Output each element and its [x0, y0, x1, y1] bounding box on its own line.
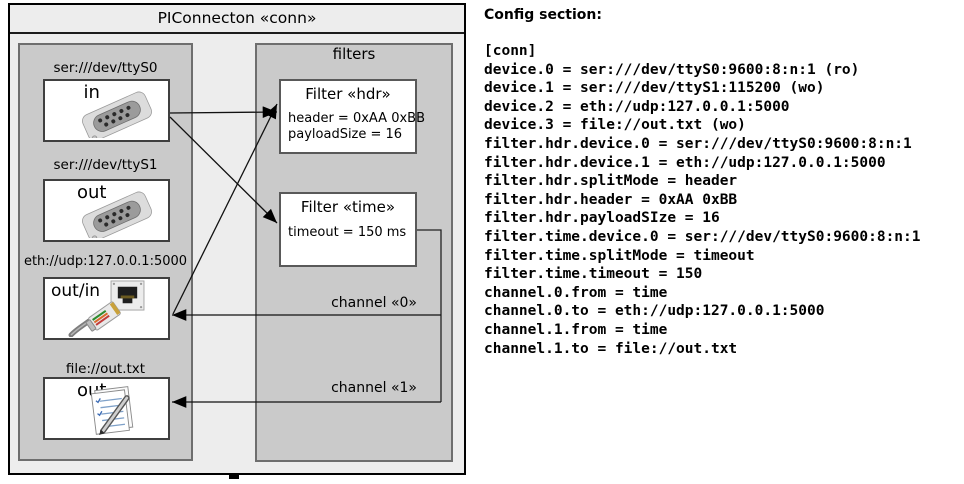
device-ttys1-box: out	[43, 179, 170, 242]
ethernet-plug-icon	[68, 301, 121, 337]
diagram-title: PIConnecton «conn»	[157, 9, 317, 27]
device-ttys0-direction: in	[83, 82, 100, 103]
filter-time-box: Filter «time» timeout = 150 ms	[279, 192, 417, 267]
notepad-icon	[90, 386, 134, 435]
device-eth-direction: out/in	[51, 281, 101, 301]
config-line: filter.hdr.header = 0xAA 0xBB	[484, 191, 738, 208]
config-line: [conn]	[484, 43, 537, 59]
filter-hdr-title: Filter «hdr»	[305, 85, 391, 103]
config-heading: Config section:	[484, 7, 602, 23]
config-line: device.2 = eth://udp:127.0.0.1:5000	[484, 98, 790, 115]
bottom-tick	[229, 474, 239, 479]
filters-container-label: filters	[332, 45, 376, 63]
config-line: filter.hdr.splitMode = header	[484, 173, 738, 190]
config-line: filter.time.timeout = 150	[484, 266, 703, 283]
rj45-port-icon	[110, 280, 145, 311]
filter-hdr-prop-payloadsize: payloadSize = 16	[288, 127, 403, 142]
config-line: filter.hdr.device.0 = ser:///dev/ttyS0:9…	[484, 135, 912, 152]
serial-connector-icon	[82, 191, 152, 238]
filter-hdr-box: Filter «hdr» header = 0xAA 0xBB payloadS…	[279, 79, 425, 154]
channel-0-label: channel «0»	[331, 295, 417, 311]
config-line: device.3 = file://out.txt (wo)	[484, 117, 746, 134]
config-listing: [conn] device.0 = ser:///dev/ttyS0:9600:…	[484, 42, 921, 358]
device-ttys0-label: ser:///dev/ttyS0	[53, 60, 158, 76]
config-line: filter.time.device.0 = ser:///dev/ttyS0:…	[484, 228, 921, 245]
config-line: filter.time.splitMode = timeout	[484, 247, 755, 264]
serial-connector-icon	[82, 91, 152, 138]
device-file-label: file://out.txt	[65, 361, 146, 377]
device-ttys1-direction: out	[76, 182, 107, 203]
device-ttys0-box: in	[43, 79, 170, 142]
config-line: device.0 = ser:///dev/ttyS0:9600:8:n:1 (…	[484, 61, 860, 78]
config-line: filter.hdr.payloadSIze = 16	[484, 210, 720, 227]
config-line: channel.1.to = file://out.txt	[484, 340, 738, 357]
config-line: channel.1.from = time	[484, 321, 668, 338]
device-eth-box: out/in	[43, 277, 170, 340]
device-file-box: out	[43, 377, 170, 440]
config-line: device.1 = ser:///dev/ttyS1:115200 (wo)	[484, 80, 825, 97]
config-line: filter.hdr.device.1 = eth://udp:127.0.0.…	[484, 154, 886, 171]
filter-hdr-prop-header: header = 0xAA 0xBB	[288, 111, 426, 126]
filter-time-title: Filter «time»	[300, 198, 396, 216]
config-line: channel.0.from = time	[484, 284, 668, 301]
device-eth-label: eth://udp:127.0.0.1:5000	[23, 254, 188, 269]
channel-1-label: channel «1»	[331, 380, 417, 396]
title-separator	[10, 32, 464, 34]
filter-time-prop-timeout: timeout = 150 ms	[288, 225, 407, 240]
config-line: channel.0.to = eth://udp:127.0.0.1:5000	[484, 303, 825, 320]
device-ttys1-label: ser:///dev/ttyS1	[53, 157, 158, 173]
